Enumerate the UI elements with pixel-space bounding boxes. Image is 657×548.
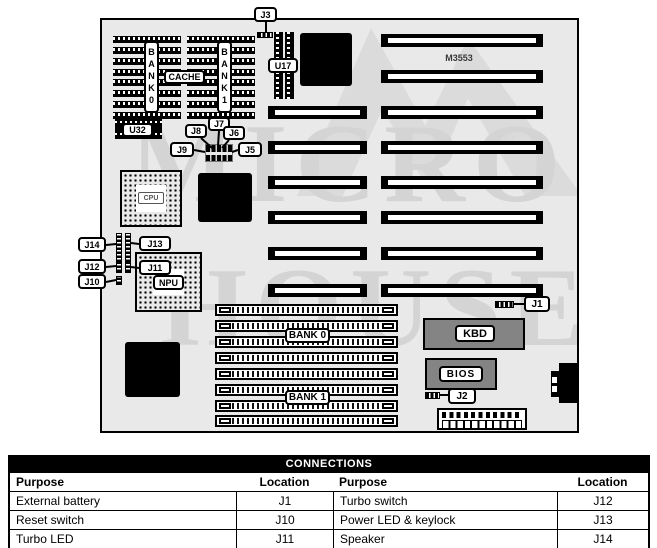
expansion-slot-short-1 xyxy=(268,106,367,119)
table-row: J12 xyxy=(557,491,648,510)
header-pins-j10 xyxy=(116,276,122,285)
simm-slot-5 xyxy=(215,368,398,380)
label-j3: J3 xyxy=(254,7,277,22)
header-pins-j12 xyxy=(116,261,122,273)
label-kbd: KBD xyxy=(455,325,495,342)
label-u32: U32 xyxy=(122,123,153,137)
expansion-slot-long-6 xyxy=(381,211,543,224)
header-pins-j11 xyxy=(125,261,131,273)
table-row: Power LED & keylock xyxy=(333,510,557,529)
label-j11: J11 xyxy=(139,260,171,275)
expansion-slot-long-3 xyxy=(381,106,543,119)
simm-slot-4 xyxy=(215,352,398,364)
keyboard-din-connector xyxy=(559,363,578,403)
label-simm-bank1: BANK 1 xyxy=(285,390,330,405)
label-j13: J13 xyxy=(139,236,171,251)
chipset-middle xyxy=(198,173,252,222)
cpu-socket xyxy=(120,170,182,227)
label-cache-bank0: BANK0 xyxy=(144,41,159,113)
label-j7: J7 xyxy=(208,117,230,131)
col-header-location-2: Location xyxy=(557,472,648,491)
table-row: Turbo LED xyxy=(10,529,236,548)
expansion-slot-long-4 xyxy=(381,141,543,154)
label-j5: J5 xyxy=(238,142,262,157)
label-j10: J10 xyxy=(78,274,106,289)
table-row: J11 xyxy=(236,529,333,548)
label-j9: J9 xyxy=(170,142,194,157)
expansion-slot-long-1 xyxy=(381,34,543,47)
expansion-slot-short-6 xyxy=(268,284,367,297)
keyboard-din-connector-step xyxy=(551,371,560,397)
jumper-block-j5-j9 xyxy=(205,144,233,162)
label-cpu: CPU xyxy=(138,192,164,204)
header-pins-j13 xyxy=(125,233,131,263)
label-cache-bank1: BANK1 xyxy=(217,41,232,113)
expansion-slot-long-5 xyxy=(381,176,543,189)
col-header-location-1: Location xyxy=(236,472,333,491)
table-row: J13 xyxy=(557,510,648,529)
header-pins-j14 xyxy=(116,233,122,263)
label-j6: J6 xyxy=(223,126,245,140)
table-row: J14 xyxy=(557,529,648,548)
table-grid: Purpose Location Purpose Location Extern… xyxy=(10,472,648,548)
label-u17: U17 xyxy=(268,58,298,73)
col-header-purpose-2: Purpose xyxy=(333,472,557,491)
power-connector xyxy=(437,408,527,430)
table-row: External battery xyxy=(10,491,236,510)
table-title: CONNECTIONS xyxy=(10,457,648,472)
simm-slot-8 xyxy=(215,415,398,427)
label-j2: J2 xyxy=(448,388,476,404)
label-j14: J14 xyxy=(78,237,106,252)
expansion-slot-long-7 xyxy=(381,247,543,260)
label-j12: J12 xyxy=(78,259,106,274)
label-simm-bank0: BANK 0 xyxy=(285,328,330,343)
chipset-bottom-left xyxy=(125,342,180,397)
chipset-top xyxy=(300,33,352,86)
table-row: J1 xyxy=(236,491,333,510)
label-j1: J1 xyxy=(524,296,550,312)
table-row: J10 xyxy=(236,510,333,529)
simm-slot-1 xyxy=(215,304,398,316)
col-header-purpose-1: Purpose xyxy=(10,472,236,491)
table-row: Speaker xyxy=(333,529,557,548)
label-bios: BIOS xyxy=(439,366,483,382)
expansion-slot-short-2 xyxy=(268,141,367,154)
connections-table: CONNECTIONS Purpose Location Purpose Loc… xyxy=(8,455,650,548)
expansion-slot-short-4 xyxy=(268,211,367,224)
expansion-slot-long-2 xyxy=(381,70,543,83)
din-notch-1 xyxy=(552,377,557,383)
board-model-text: M3553 xyxy=(445,52,473,63)
table-row: Turbo switch xyxy=(333,491,557,510)
label-npu: NPU xyxy=(153,275,184,290)
expansion-slot-short-3 xyxy=(268,176,367,189)
din-notch-2 xyxy=(552,386,557,392)
expansion-slot-short-5 xyxy=(268,247,367,260)
label-cache: CACHE xyxy=(164,70,205,84)
connector-j3 xyxy=(257,32,273,38)
expansion-slot-long-8 xyxy=(381,284,543,297)
connector-j2 xyxy=(425,392,440,399)
table-row: Reset switch xyxy=(10,510,236,529)
label-j8: J8 xyxy=(185,124,207,138)
connector-j1 xyxy=(495,301,514,308)
